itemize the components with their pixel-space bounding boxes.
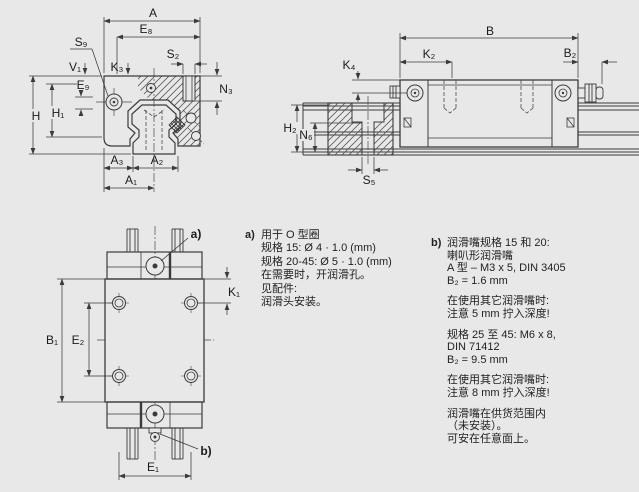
mounting-holes-top xyxy=(109,293,201,386)
dim-lines-top xyxy=(57,267,231,480)
dim-label-k4: K₄ xyxy=(343,58,356,72)
dim-label-n6: N₆ xyxy=(299,128,313,142)
dim-label-e2: E₂ xyxy=(72,333,85,347)
dim-label-s2: S₂ xyxy=(167,47,180,61)
dim-label-a2: A₂ xyxy=(151,153,164,167)
note-a: a) 用于 O 型圈 规格 15: Ø 4 · 1.0 (mm) 规格 20-4… xyxy=(245,229,392,309)
note-b-line: 注意 8 mm 拧入深度! xyxy=(447,386,550,399)
lube-port xyxy=(96,88,132,116)
callout-leaders xyxy=(159,237,199,450)
note-b-line: 润滑嘴规格 15 和 20: xyxy=(447,237,550,249)
dim-label-e8: E₈ xyxy=(140,22,153,36)
dim-lines-side xyxy=(291,33,617,174)
dim-label-backgrounds-side xyxy=(283,122,314,141)
note-b-line: （未安装）。 xyxy=(447,420,508,433)
end-lube-ports xyxy=(406,84,572,102)
tapped-hole-s2 xyxy=(182,75,196,102)
top-lube-hole xyxy=(146,83,156,93)
note-b-line: 在使用其它润滑嘴时: xyxy=(447,295,550,308)
left-plug xyxy=(389,85,401,99)
note-a-line: 在需要时，开润滑孔。 xyxy=(261,269,371,282)
ball-track-section xyxy=(168,116,186,134)
dim-label-s9: S₉ xyxy=(75,35,88,49)
dim-label-h1: H₁ xyxy=(52,106,65,120)
dim-label-k1: K₁ xyxy=(228,285,240,299)
cross-section-view: A E₈ S₉ V₁ K₃ S₂ N₃ E₉ H H₁ A₃ A₂ A₁ xyxy=(29,6,233,192)
dim-label-k2: K₂ xyxy=(423,47,436,61)
dim-label-b2: B₂ xyxy=(564,46,577,60)
note-a-line: 润滑头安装。 xyxy=(261,296,327,309)
top-view: K₁ E₂ B₁ E₁ a) b) xyxy=(46,226,240,480)
note-a-marker: a) xyxy=(245,229,255,241)
note-b: b) 润滑嘴规格 15 和 20: 喇叭形润滑嘴 A 型 – M3 x 5, D… xyxy=(431,229,566,445)
note-b-line: A 型 – M3 x 5, DIN 3405 xyxy=(447,262,566,275)
top-end-lube-port xyxy=(145,256,165,276)
rail-top-view xyxy=(126,228,184,460)
carriage-side xyxy=(399,79,579,148)
note-a-line: 见配件: xyxy=(261,282,298,295)
note-a-line: 用于 O 型圈 xyxy=(261,229,320,241)
dim-labels-side: B K₂ B₂ K₄ H₂ N₆ S₅ xyxy=(283,24,576,187)
grease-nipple xyxy=(577,83,604,103)
callout-a-marker: a) xyxy=(191,227,202,241)
note-b-marker: b) xyxy=(431,237,442,249)
carriage-block-outline xyxy=(103,75,201,147)
dim-label-e9: E₉ xyxy=(77,78,90,92)
note-b-line: 可安在任意面上。 xyxy=(447,432,535,445)
dim-label-e1: E₁ xyxy=(147,460,159,474)
dim-label-v1: V₁ xyxy=(69,60,81,74)
note-b-line: B₂ = 9.5 mm xyxy=(447,353,508,366)
dim-lines xyxy=(29,17,222,192)
dim-labels-top: K₁ E₂ B₁ E₁ a) b) xyxy=(46,227,240,474)
note-b-line: 规格 25 至 45: M6 x 8, xyxy=(447,328,556,341)
dim-label-a1: A₁ xyxy=(125,173,137,187)
return-bores xyxy=(182,109,205,145)
dim-label-h: H xyxy=(32,109,41,123)
callout-b-marker: b) xyxy=(200,444,211,458)
dim-label-b: B xyxy=(486,24,494,38)
note-b-line: DIN 71412 xyxy=(447,341,500,354)
note-b-line: B₂ = 1.6 mm xyxy=(447,274,508,287)
bottom-end-lube-port xyxy=(145,404,165,424)
mounting-holes-hidden xyxy=(443,80,534,114)
dim-label-h2: H₂ xyxy=(283,121,297,135)
note-a-line: 规格 20-45: Ø 5 · 1.0 (mm) xyxy=(261,255,392,268)
dim-label-backgrounds xyxy=(29,106,66,122)
dim-label-s5: S₅ xyxy=(363,173,376,187)
dim-label-a-width: A xyxy=(149,6,157,20)
e1-label-background xyxy=(143,461,163,472)
note-b-line: 喇叭形润滑嘴 xyxy=(447,249,513,262)
rail-side xyxy=(302,102,639,156)
dim-label-b1: B₁ xyxy=(46,333,58,347)
note-a-line: 规格 15: Ø 4 · 1.0 (mm) xyxy=(261,242,376,255)
dim-label-n3: N₃ xyxy=(219,82,233,96)
rail-section-cut xyxy=(327,96,394,164)
carriage-top-view xyxy=(104,251,205,429)
note-b-line: 润滑嘴在供货范围内 xyxy=(447,407,546,420)
side-view: B K₂ B₂ K₄ H₂ N₆ S₅ xyxy=(283,24,639,187)
dim-labels: A E₈ S₉ V₁ K₃ S₂ N₃ E₉ H H₁ A₃ A₂ A₁ xyxy=(32,6,233,187)
note-b-line: 在使用其它润滑嘴时: xyxy=(447,374,550,387)
note-b-line: 注意 5 mm 拧入深度! xyxy=(447,307,550,320)
bottom-grease-nipple xyxy=(148,427,162,442)
dim-label-a3: A₃ xyxy=(111,153,124,167)
dim-label-k3: K₃ xyxy=(111,60,124,74)
